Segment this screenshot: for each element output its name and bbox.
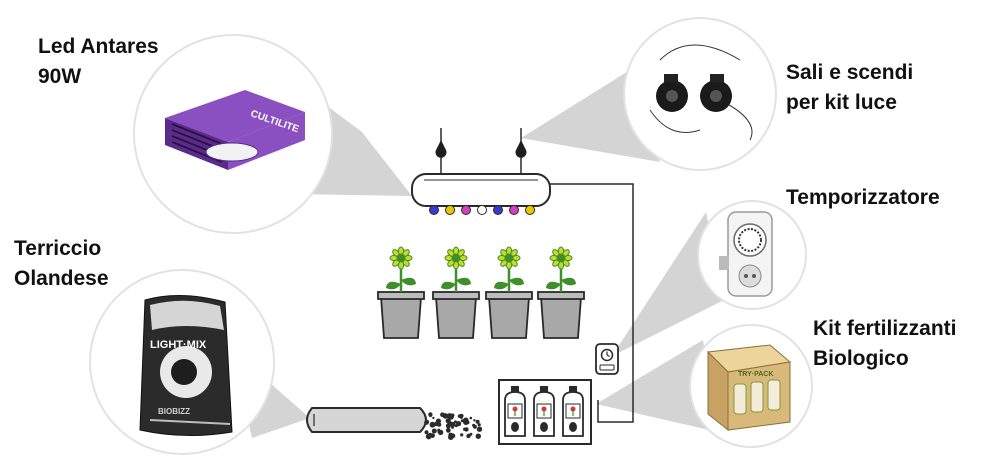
led-lamp-image: CULTILITE [165, 90, 305, 170]
label-temporizzatore: Temporizzatore [786, 186, 940, 209]
lamp-bulb [461, 205, 471, 215]
fertilizer-bottles-schematic [498, 379, 592, 445]
clock-icon [600, 348, 614, 362]
lamp-bulb [493, 205, 503, 215]
label-sali-e-scendi: Sali e scendi per kit luce [786, 61, 914, 114]
lamp-bulb [429, 205, 439, 215]
timer-callout-beam [612, 212, 724, 356]
lamp-bulb [445, 205, 455, 215]
label-terriccio-olandese: Terriccio Olandese [14, 237, 109, 290]
soil-granules [424, 412, 483, 441]
hanger-left-icon [435, 140, 447, 158]
timer-plug-image [719, 211, 773, 297]
fertilizer-kit-image: TRY·PACK [706, 344, 792, 432]
label-kit-fertilizzanti: Kit fertilizzanti Biologico [813, 317, 957, 370]
kit-callout-beam [596, 340, 718, 432]
soil-bag-text: LIGHT·MIX [150, 339, 207, 351]
plants-row [377, 246, 585, 339]
soil-tube-schematic [306, 407, 483, 441]
timer-schematic [595, 343, 619, 375]
fertilizer-bottle-icon [533, 386, 555, 437]
soil-bag-image: LIGHT·MIX BIOBIZZ [139, 295, 233, 437]
potted-plant [377, 246, 425, 339]
soil-bag-brand-text: BIOBIZZ [158, 407, 190, 416]
label-led-antares: Led Antares 90W [38, 35, 159, 88]
potted-plant [485, 246, 533, 339]
lamp-body [411, 173, 551, 207]
power-cable [550, 183, 634, 423]
potted-plant [432, 246, 480, 339]
potted-plant [537, 246, 585, 339]
fertilizer-bottle-icon [504, 386, 526, 437]
lamp-bulb [509, 205, 519, 215]
rope-ratchet-image [649, 44, 753, 141]
lamp-bulb [525, 205, 535, 215]
lamp-bulbs [429, 205, 535, 215]
fertilizer-bottle-icon [562, 386, 584, 437]
lamp-bulb [477, 205, 487, 215]
hanger-right-icon [515, 140, 527, 158]
sali-callout-circle [623, 17, 777, 171]
kit-box-text: TRY·PACK [738, 371, 773, 378]
lamp-schematic [411, 128, 551, 215]
